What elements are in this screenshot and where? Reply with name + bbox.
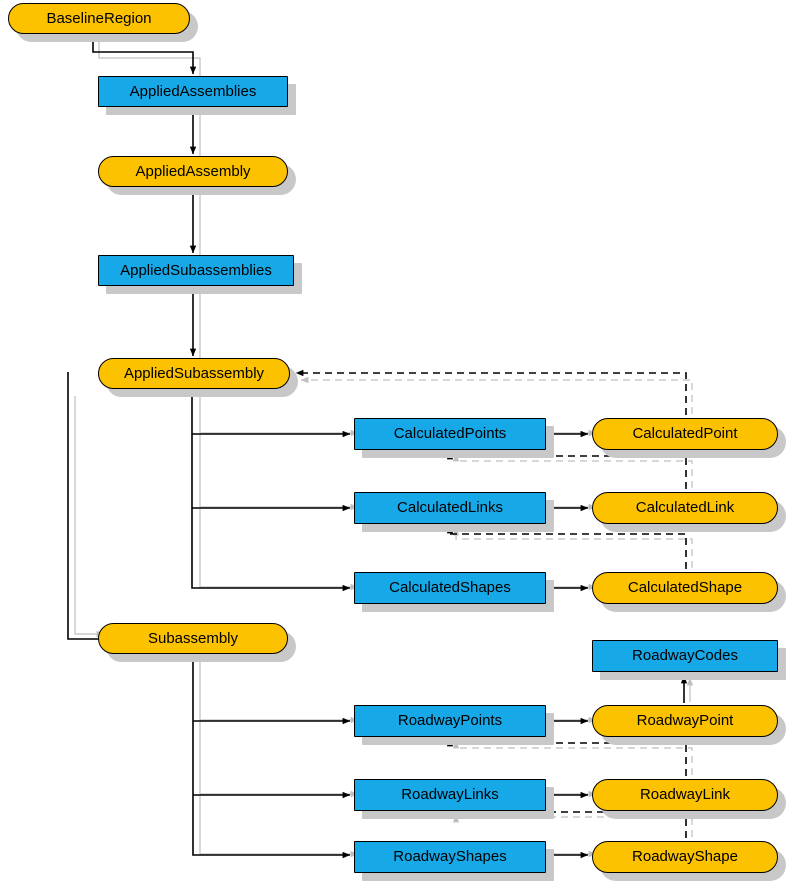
node-label: BaselineRegion [46,9,152,27]
node-label: CalculatedPoint [632,425,738,442]
node-appliedAssemblies[interactable]: AppliedAssemblies [98,76,288,107]
node-appliedSubassembly[interactable]: AppliedSubassembly [98,358,290,389]
node-roadwayShapes[interactable]: RoadwayShapes [354,841,546,873]
node-appliedSubassemblies[interactable]: AppliedSubassemblies [98,255,294,286]
node-label: CalculatedShapes [389,579,511,596]
node-roadwayPoint[interactable]: RoadwayPoint [592,705,778,737]
node-label: AppliedSubassembly [123,364,265,382]
node-label: RoadwayCodes [632,647,738,664]
node-calculatedLink[interactable]: CalculatedLink [592,492,778,524]
node-roadwayLink[interactable]: RoadwayLink [592,779,778,811]
node-roadwayLinks[interactable]: RoadwayLinks [354,779,546,811]
node-label: RoadwayLink [639,786,731,803]
node-label: CalculatedLink [635,499,735,516]
node-calculatedPoint[interactable]: CalculatedPoint [592,418,778,450]
node-label: RoadwayLinks [401,786,499,803]
node-label: RoadwayShape [632,848,738,865]
node-label: RoadwayPoints [397,712,503,729]
node-calculatedPoints[interactable]: CalculatedPoints [354,418,546,450]
node-appliedAssembly[interactable]: AppliedAssembly [98,156,288,187]
node-subassembly[interactable]: Subassembly [98,623,288,654]
node-roadwayCodes[interactable]: RoadwayCodes [592,640,778,672]
node-baselineRegion[interactable]: BaselineRegion [8,3,190,34]
node-label: AppliedAssemblies [129,82,257,100]
node-roadwayPoints[interactable]: RoadwayPoints [354,705,546,737]
node-label: Subassembly [147,629,239,647]
node-label: RoadwayPoint [636,712,734,729]
node-calculatedShape[interactable]: CalculatedShape [592,572,778,604]
node-label: CalculatedShape [627,579,743,596]
node-label: AppliedAssembly [135,162,251,180]
node-roadwayShape[interactable]: RoadwayShape [592,841,778,873]
node-label: AppliedSubassemblies [120,261,272,279]
solid-connectors [67,36,688,859]
node-label: CalculatedLinks [397,499,503,516]
node-label: CalculatedPoints [393,425,507,442]
node-label: RoadwayShapes [393,848,507,865]
node-calculatedShapes[interactable]: CalculatedShapes [354,572,546,604]
node-calculatedLinks[interactable]: CalculatedLinks [354,492,546,524]
